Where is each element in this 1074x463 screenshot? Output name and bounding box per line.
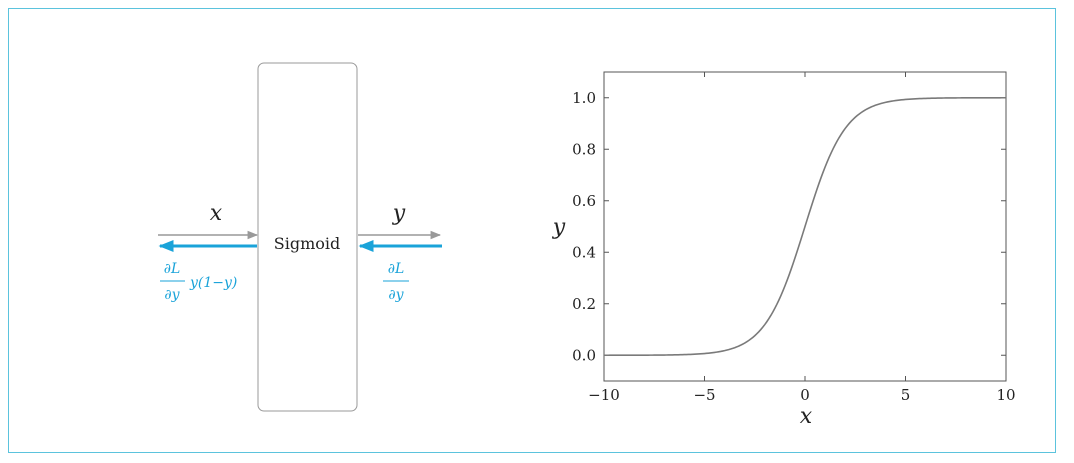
y-tick-label: 1.0: [572, 89, 596, 107]
gradient-numerator: ∂L: [164, 261, 181, 277]
forward-input-label: x: [210, 201, 223, 226]
backward-input-gradient: ∂L ∂y: [383, 261, 409, 303]
x-tick-label: 0: [800, 386, 810, 404]
x-axis-label: x: [800, 404, 813, 429]
y-tick-label: 0.2: [572, 295, 596, 313]
sigmoid-curve: [604, 96, 1006, 357]
forward-output-label: y: [392, 201, 406, 226]
x-tick-label: −5: [693, 386, 715, 404]
x-tick-label: 10: [996, 386, 1015, 404]
backward-output-gradient: ∂L ∂y y(1−y): [160, 261, 237, 303]
y-tick-label: 0.6: [572, 192, 596, 210]
y-tick-label: 0.0: [572, 346, 596, 364]
gradient-factor: y(1−y): [189, 275, 237, 291]
computational-graph: Sigmoid x y ∂L ∂y y(1−y) ∂L ∂y: [158, 62, 442, 412]
y-tick-label: 0.8: [572, 140, 596, 158]
gradient-denominator: ∂y: [388, 287, 404, 303]
sigmoid-node-label: Sigmoid: [274, 234, 340, 253]
y-tick-label: 0.4: [572, 243, 596, 261]
x-tick-label: −10: [588, 386, 620, 404]
y-axis-ticks: 0.0 0.2 0.4 0.6 0.8 1.0: [572, 89, 1006, 364]
figure-frame: [8, 8, 1056, 453]
sigmoid-plot: −10 −5 0 5 10 0.0 0.2 0.4 0.6 0.8 1.0 x y: [552, 71, 1016, 429]
gradient-denominator: ∂y: [164, 287, 180, 303]
y-axis-label: y: [552, 215, 566, 240]
x-axis-ticks: −10 −5 0 5 10: [588, 72, 1016, 404]
gradient-numerator: ∂L: [388, 261, 405, 277]
x-tick-label: 5: [901, 386, 911, 404]
